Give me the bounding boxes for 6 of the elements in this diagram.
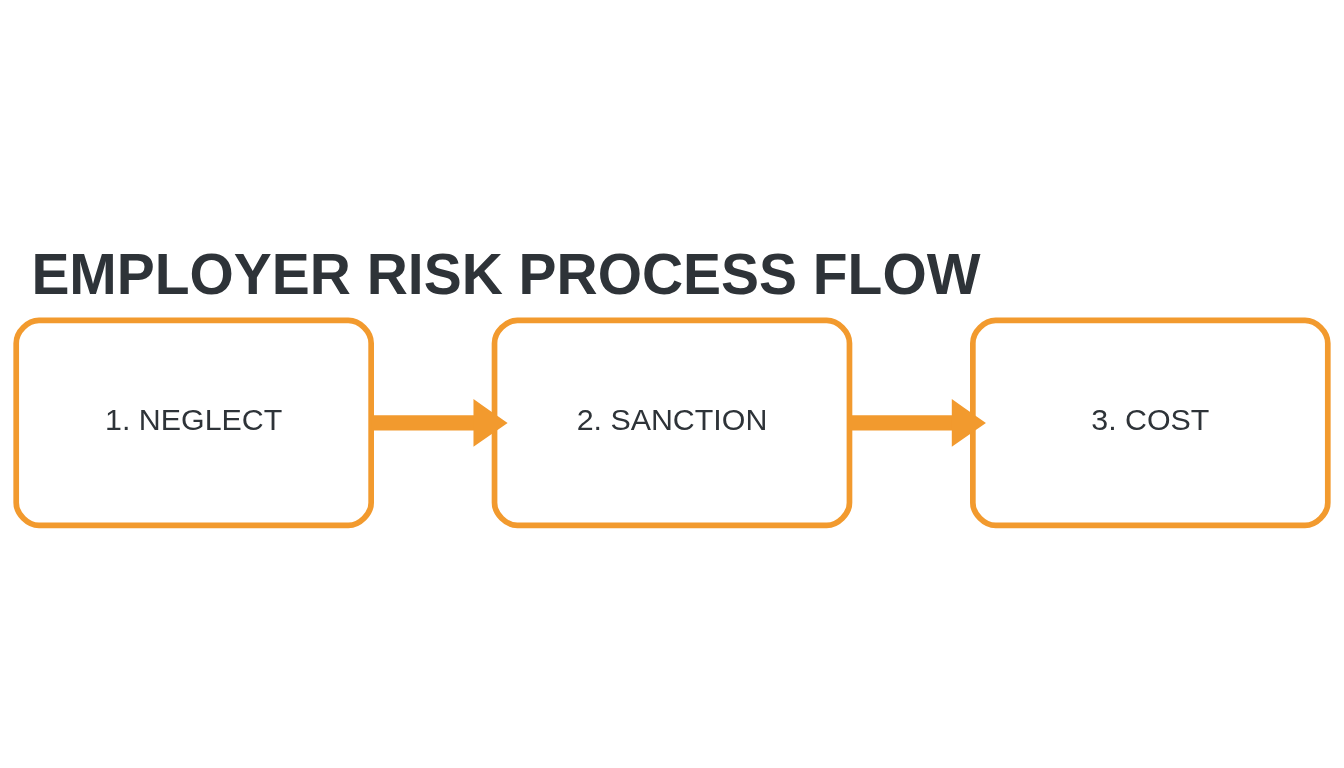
arrow <box>371 399 508 447</box>
node-box: 3. COST <box>970 317 1331 529</box>
node-box: 2. SANCTION <box>491 317 853 529</box>
arrow <box>849 399 986 447</box>
node-box: 1. NEGLECT <box>13 317 374 529</box>
diagram-title: EMPLOYER RISK PROCESS FLOW <box>31 241 981 306</box>
